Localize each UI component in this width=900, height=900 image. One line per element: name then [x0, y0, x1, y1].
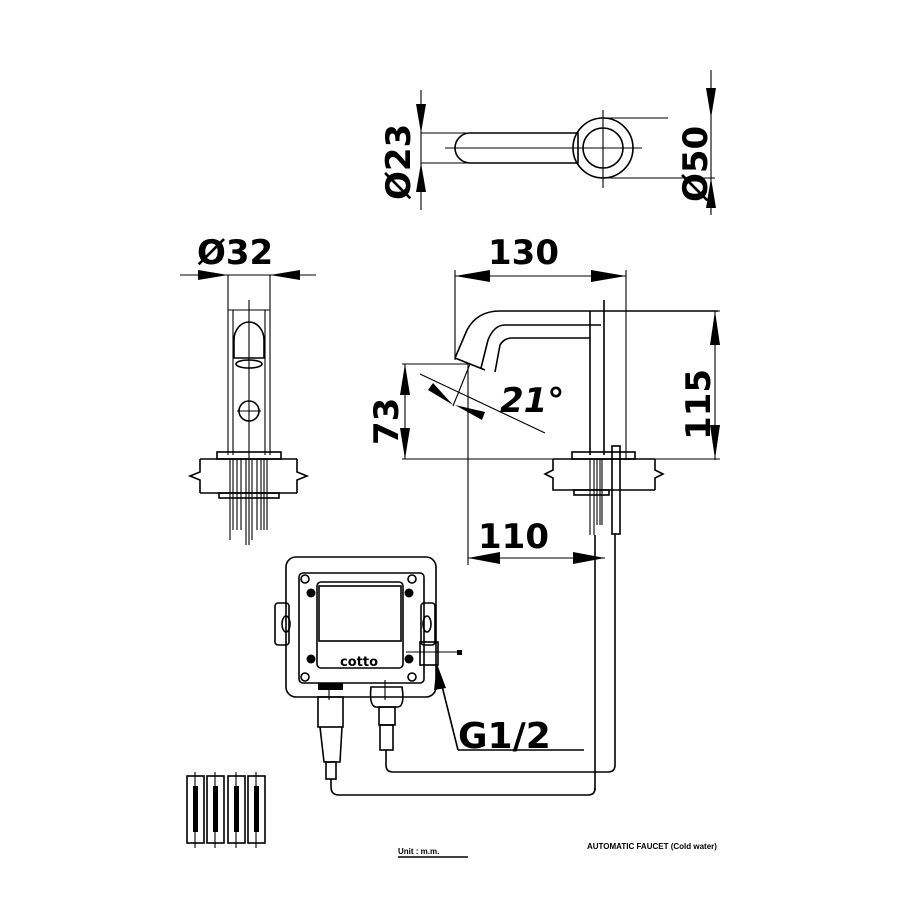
dim-angle: 21° [500, 381, 564, 421]
arrow-icon [416, 104, 426, 133]
dim-height: 115 [679, 369, 719, 440]
arrow-icon [416, 163, 426, 192]
side-view: 130 115 73 21° [367, 233, 720, 790]
dim-reach: 130 [488, 233, 559, 273]
dim-spout-diameter: Ø23 [379, 124, 419, 200]
drawing-title: AUTOMATIC FAUCET (Cold water) [587, 842, 717, 851]
battery-icon [227, 772, 246, 848]
batteries [186, 772, 266, 848]
arrow-icon [706, 178, 716, 208]
front-view: Ø32 [180, 233, 316, 545]
dim-outlet-height: 73 [367, 398, 407, 445]
battery-icon [206, 772, 225, 848]
dim-base-diameter: Ø50 [676, 126, 716, 202]
dim-hole-distance: 110 [478, 517, 549, 557]
battery-icon [186, 772, 205, 848]
control-box: cotto G1/2 [274, 556, 616, 796]
top-view: Ø23 Ø50 [379, 70, 716, 215]
dim-body-diameter: Ø32 [197, 233, 273, 273]
battery-icon [247, 772, 266, 848]
arrow-icon [706, 88, 716, 118]
thread-label: G1/2 [458, 716, 551, 757]
brand-logo: cotto [340, 655, 378, 670]
unit-label: Unit : m.m. [398, 847, 439, 856]
